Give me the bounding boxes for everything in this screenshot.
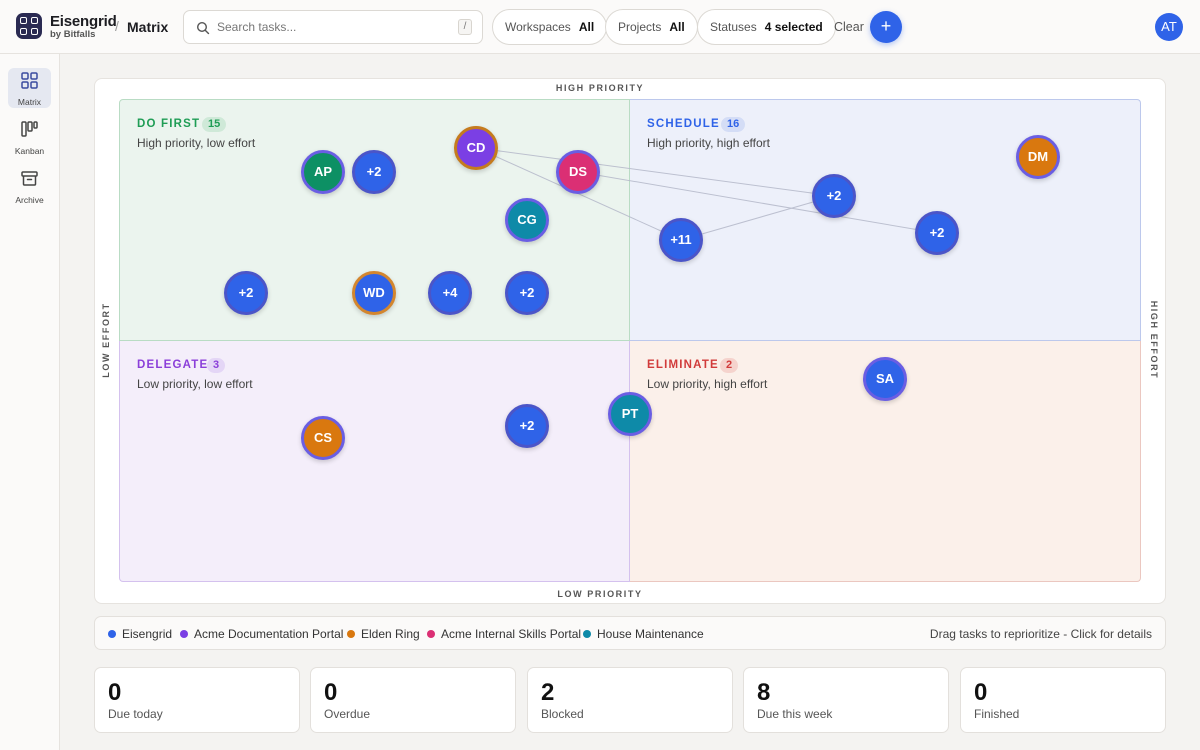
sidebar: Matrix Kanban Archive xyxy=(0,54,60,750)
search-box[interactable]: / xyxy=(183,10,483,44)
legend-label: House Maintenance xyxy=(597,627,704,641)
stat-value: 0 xyxy=(324,679,338,706)
axis-label-high-priority: HIGH PRIORITY xyxy=(555,83,645,93)
stat-card-finished[interactable]: 0 Finished xyxy=(960,667,1166,733)
stat-label: Overdue xyxy=(324,707,371,721)
axis-label-high-effort: HIGH EFFORT xyxy=(1149,300,1159,380)
filter-value: All xyxy=(578,20,595,34)
task-bubble[interactable]: CG xyxy=(505,198,549,242)
search-input[interactable] xyxy=(217,17,437,37)
task-bubble[interactable]: AP xyxy=(301,150,345,194)
clear-filters-button[interactable]: Clear xyxy=(834,20,864,34)
top-header: Eisengrid by Bitfalls / Matrix / Workspa… xyxy=(0,0,1200,54)
stat-card-due-this-week[interactable]: 8 Due this week xyxy=(743,667,949,733)
legend-label: Eisengrid xyxy=(122,627,173,641)
task-bubble[interactable]: SA xyxy=(863,357,907,401)
user-avatar[interactable]: AT xyxy=(1155,13,1183,41)
sidebar-item-archive[interactable]: Archive xyxy=(8,166,51,206)
legend-dot-icon xyxy=(108,630,116,638)
legend-label: Acme Internal Skills Portal xyxy=(441,627,582,641)
quadrant-title: DELEGATE xyxy=(137,359,209,371)
search-icon xyxy=(196,21,210,35)
legend-dot-icon xyxy=(180,630,188,638)
quadrant-delegate[interactable]: DELEGATE 3 Low priority, low effort xyxy=(119,341,630,582)
task-bubble[interactable]: CS xyxy=(301,416,345,460)
quadrant-count-badge: 15 xyxy=(202,117,227,132)
stat-label: Blocked xyxy=(541,707,584,721)
stat-label: Due today xyxy=(108,707,163,721)
stat-value: 8 xyxy=(757,679,771,706)
filter-label: Projects xyxy=(618,20,662,34)
sidebar-item-matrix[interactable]: Matrix xyxy=(8,68,51,108)
sidebar-item-label: Kanban xyxy=(14,146,45,156)
legend-item: Eisengrid xyxy=(108,627,172,641)
quadrant-title: ELIMINATE xyxy=(647,359,719,371)
add-task-button[interactable]: + xyxy=(870,11,902,43)
task-bubble[interactable]: DS xyxy=(556,150,600,194)
project-legend: Eisengrid Acme Documentation Portal Elde… xyxy=(94,616,1166,650)
task-bubble[interactable]: CD xyxy=(454,126,498,170)
task-bubble[interactable]: DM xyxy=(1016,135,1060,179)
projects-filter[interactable]: Projects All xyxy=(605,9,698,45)
task-cluster-bubble[interactable]: +4 xyxy=(428,271,472,315)
task-cluster-bubble[interactable]: +2 xyxy=(224,271,268,315)
filter-value: 4 selected xyxy=(764,20,823,34)
legend-label: Elden Ring xyxy=(361,627,420,641)
workspaces-filter[interactable]: Workspaces All xyxy=(492,9,608,45)
sidebar-item-kanban[interactable]: Kanban xyxy=(8,117,51,157)
stat-label: Finished xyxy=(974,707,1020,721)
stat-label: Due this week xyxy=(757,707,833,721)
stat-value: 0 xyxy=(974,679,988,706)
quadrant-description: High priority, high effort xyxy=(647,136,770,150)
legend-dot-icon xyxy=(583,630,591,638)
legend-dot-icon xyxy=(347,630,355,638)
quadrant-description: High priority, low effort xyxy=(137,136,256,150)
page-title: Matrix xyxy=(127,19,169,35)
stat-card-due-today[interactable]: 0 Due today xyxy=(94,667,300,733)
axis-label-low-effort: LOW EFFORT xyxy=(101,302,111,378)
legend-label: Acme Documentation Portal xyxy=(194,627,344,641)
filter-label: Workspaces xyxy=(505,20,571,34)
brand-subtitle: by Bitfalls xyxy=(50,29,96,40)
quadrant-title: DO FIRST xyxy=(137,118,201,130)
filter-label: Statuses xyxy=(710,20,757,34)
quadrant-schedule[interactable]: SCHEDULE 16 High priority, high effort xyxy=(630,99,1141,341)
legend-item: Acme Internal Skills Portal xyxy=(427,627,581,641)
quadrant-count-badge: 2 xyxy=(720,358,739,373)
quadrant-count-badge: 16 xyxy=(721,117,746,132)
task-cluster-bubble[interactable]: +2 xyxy=(352,150,396,194)
grid-icon xyxy=(21,72,38,89)
task-bubble[interactable]: PT xyxy=(608,392,652,436)
task-cluster-bubble[interactable]: +2 xyxy=(505,271,549,315)
task-cluster-bubble[interactable]: +2 xyxy=(505,404,549,448)
task-cluster-bubble[interactable]: +11 xyxy=(659,218,703,262)
stat-card-blocked[interactable]: 2 Blocked xyxy=(527,667,733,733)
quadrant-description: Low priority, low effort xyxy=(137,377,253,391)
quadrant-title: SCHEDULE xyxy=(647,118,720,130)
quadrant-description: Low priority, high effort xyxy=(647,377,768,391)
legend-item: Acme Documentation Portal xyxy=(180,627,343,641)
stat-value: 0 xyxy=(108,679,122,706)
task-cluster-bubble[interactable]: +2 xyxy=(915,211,959,255)
legend-dot-icon xyxy=(427,630,435,638)
sidebar-item-label: Matrix xyxy=(17,97,42,107)
legend-hint: Drag tasks to reprioritize - Click for d… xyxy=(929,627,1152,641)
archive-icon xyxy=(21,171,38,186)
app-logo-icon[interactable] xyxy=(16,13,42,39)
kanban-icon xyxy=(21,121,38,137)
quadrant-count-badge: 3 xyxy=(207,358,226,373)
sidebar-item-label: Archive xyxy=(15,195,44,205)
statuses-filter[interactable]: Statuses 4 selected xyxy=(697,9,836,45)
stat-value: 2 xyxy=(541,679,555,706)
legend-item: Elden Ring xyxy=(347,627,420,641)
search-shortcut-key: / xyxy=(458,19,472,35)
breadcrumb-separator: / xyxy=(115,18,119,34)
axis-label-low-priority: LOW PRIORITY xyxy=(557,589,643,599)
task-bubble[interactable]: WD xyxy=(352,271,396,315)
stat-card-overdue[interactable]: 0 Overdue xyxy=(310,667,516,733)
filter-value: All xyxy=(669,20,685,34)
brand-name: Eisengrid xyxy=(50,13,117,30)
legend-item: House Maintenance xyxy=(583,627,704,641)
task-cluster-bubble[interactable]: +2 xyxy=(812,174,856,218)
